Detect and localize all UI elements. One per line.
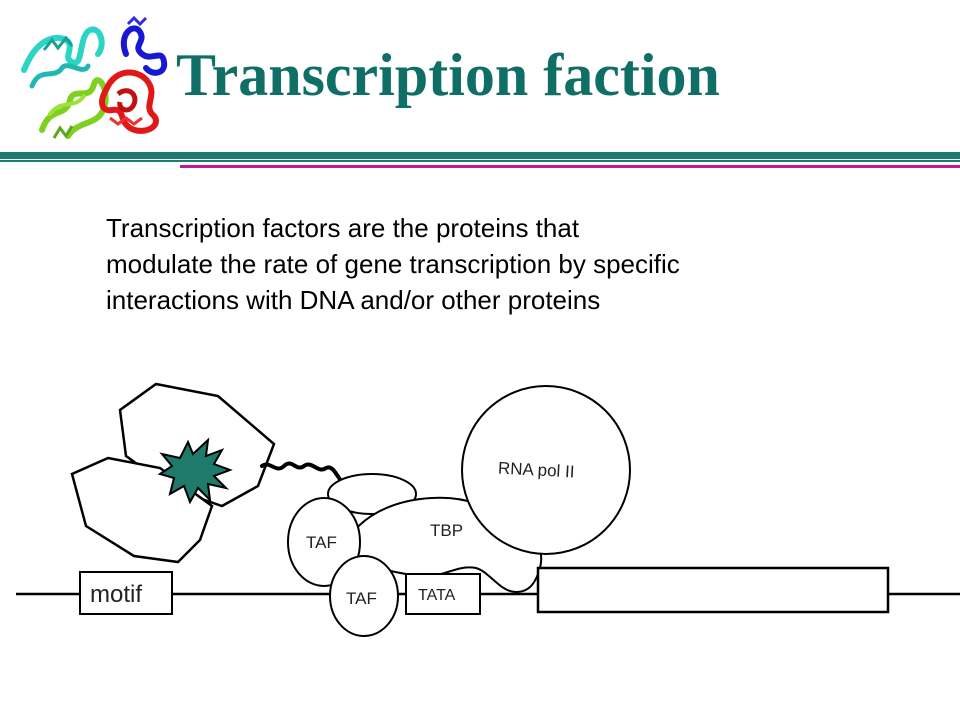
definition-line-3: interactions with DNA and/or other prote…: [106, 285, 601, 315]
tbp-label: TBP: [430, 521, 463, 540]
gene-coding-region: [536, 566, 890, 614]
transcription-complex-diagram: TBP RNA pol II TAF TAF TATA motif: [16, 382, 960, 637]
definition-text: Transcription factors are the proteins t…: [106, 210, 826, 318]
activation-domain-star: [157, 437, 233, 505]
slide-title: Transcription faction: [176, 42, 720, 108]
taf-upper-label: TAF: [306, 533, 337, 552]
linker-chain: [260, 461, 346, 486]
header-divider: [0, 152, 960, 168]
taf-lower-label: TAF: [346, 589, 377, 608]
taf-protein-upper: [287, 497, 361, 587]
rna-pol-ii-protein: [461, 385, 631, 555]
motif-label: motif: [90, 581, 142, 608]
protein-structure-ribbon-icon: [21, 15, 168, 139]
motif-box: [79, 571, 173, 615]
tata-box: [405, 573, 481, 615]
definition-line-1: Transcription factors are the proteins t…: [106, 213, 580, 243]
taf-protein-lower: [329, 555, 399, 637]
tata-label: TATA: [418, 587, 456, 604]
rna-pol-ii-label: RNA pol II: [498, 459, 575, 482]
definition-line-2: modulate the rate of gene transcription …: [106, 249, 680, 279]
